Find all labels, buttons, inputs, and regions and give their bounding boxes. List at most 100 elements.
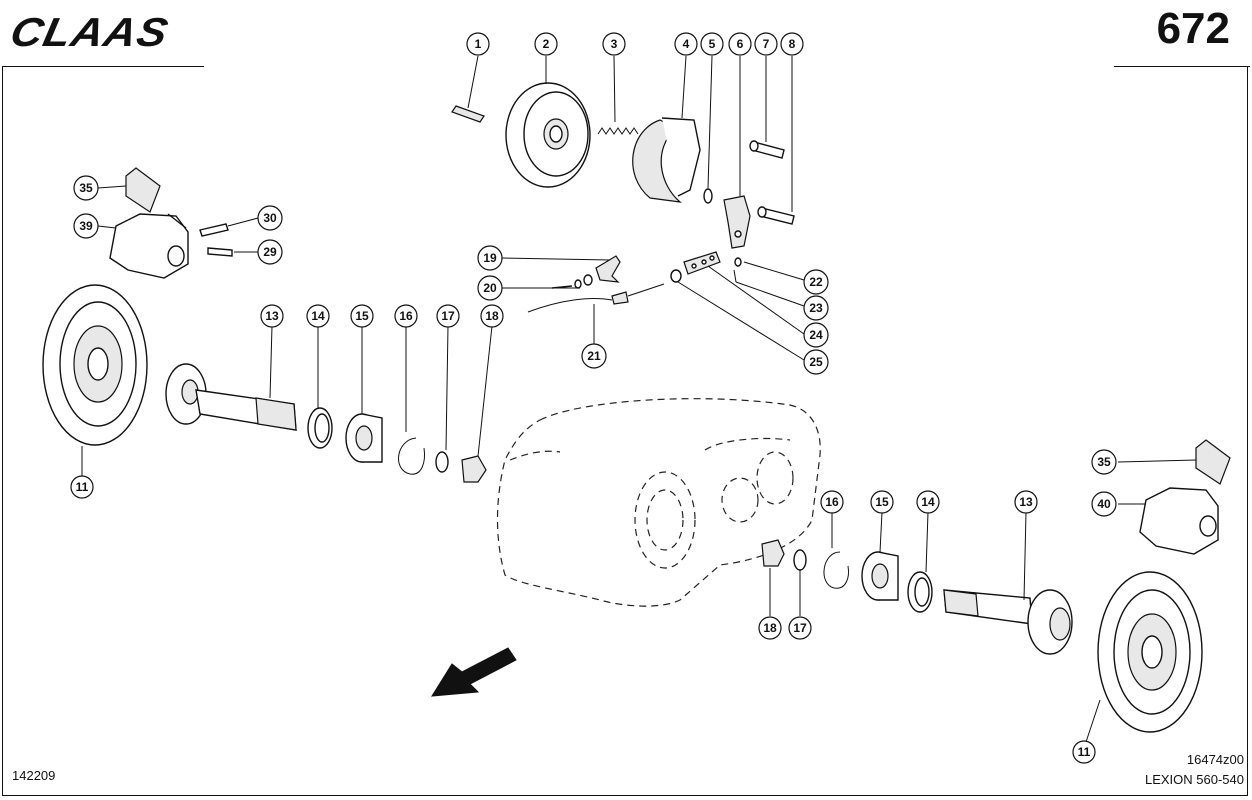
svg-text:1: 1 [475,37,482,51]
callout-2: 2 [534,32,558,56]
svg-text:35: 35 [79,181,93,195]
callout-14-right: 14 [916,490,940,514]
svg-text:3: 3 [611,37,618,51]
header-rule-right [1114,66,1250,67]
brake-key-part [451,55,485,123]
svg-text:17: 17 [793,621,807,635]
cable-clevis-part [683,251,721,275]
callout-18-left: 18 [480,304,504,328]
svg-text:23: 23 [809,301,823,315]
callout-4: 4 [674,32,698,56]
svg-text:11: 11 [1078,745,1091,759]
callout-29: 29 [257,239,283,265]
svg-text:39: 39 [79,219,93,233]
callout-13-left: 13 [260,304,284,328]
svg-text:11: 11 [76,480,89,494]
callout-6: 6 [728,32,752,56]
svg-text:25: 25 [809,355,823,369]
brake-shoe-part [632,55,701,203]
nut-left-part [461,325,493,483]
svg-text:35: 35 [1097,455,1111,469]
seal-ring-left-part [307,326,333,449]
svg-text:22: 22 [809,275,823,289]
bolt-washer-nut-part [551,274,593,289]
svg-text:20: 20 [483,281,497,295]
svg-text:18: 18 [485,309,499,323]
washer-left-part [435,325,449,473]
brake-disc-right-part [1085,571,1203,743]
callout-18-right: 18 [758,616,782,640]
callout-16-left: 16 [394,304,418,328]
cable-bracket-part [595,255,621,283]
header-rule-left [2,66,204,67]
circlip-left-part [398,326,425,475]
svg-text:15: 15 [355,309,369,323]
svg-text:6: 6 [737,37,744,51]
svg-text:40: 40 [1097,497,1111,511]
callout-7: 7 [754,32,778,56]
footer-model: LEXION 560-540 [1144,772,1244,787]
callout-13-right: 13 [1014,490,1038,514]
callout-19: 19 [477,245,503,271]
direction-arrow [431,647,517,697]
gearbox-housing-outline [496,398,821,607]
callout-8: 8 [780,32,804,56]
brake-cable-part [527,283,665,346]
svg-text:2: 2 [543,37,550,51]
footer-drawing-code: 16474z00 [1186,752,1244,767]
page-frame [2,66,1248,796]
svg-text:18: 18 [763,621,777,635]
brake-caliper-right-part [1118,487,1219,555]
svg-text:24: 24 [809,328,823,342]
callout-3: 3 [602,32,626,56]
svg-text:13: 13 [1019,495,1033,509]
cable-leader-lines [501,257,805,361]
callout-24: 24 [803,322,829,348]
brake-lever-part [723,56,751,249]
svg-text:19: 19 [483,251,497,265]
brake-drum-part [505,56,591,188]
caliper-bolt-upper-part [199,217,259,237]
callout-5: 5 [700,32,724,56]
callout-15-right: 15 [870,490,894,514]
washer-right-part [793,549,807,616]
callout-20: 20 [477,275,503,301]
callout-21: 21 [581,343,607,369]
callout-22: 22 [803,269,829,295]
callout-25: 25 [803,349,829,375]
nut-right-part [761,539,785,616]
clevis-pin-part [733,257,742,283]
callout-16-right: 16 [820,490,844,514]
svg-text:13: 13 [265,309,279,323]
callout-11-left: 11 [70,475,94,499]
svg-text:14: 14 [921,495,935,509]
brake-pin-lower-part [757,56,795,225]
cable-nut-part [670,269,682,283]
drive-shaft-left-part [165,325,297,431]
brake-pin-upper-part [749,56,785,159]
callout-1: 1 [466,32,490,56]
svg-text:30: 30 [263,211,277,225]
callouts: 1 2 3 4 5 6 7 8 35 39 30 29 19 20 21 22 … [70,32,1117,764]
callout-35-right: 35 [1091,449,1117,475]
brake-caliper-left-part [97,213,189,279]
svg-text:4: 4 [683,37,690,51]
callout-39: 39 [73,213,99,239]
svg-text:17: 17 [441,309,455,323]
brake-pad-right-part [1117,439,1231,485]
circlip-right-part [823,512,849,589]
svg-text:21: 21 [587,349,601,363]
bearing-left-part [345,326,383,463]
callout-35-left: 35 [73,175,99,201]
svg-text:8: 8 [789,37,796,51]
callout-15-left: 15 [350,304,374,328]
page-number: 672 [1156,4,1230,53]
svg-text:14: 14 [311,309,325,323]
brake-spring-part [597,55,639,135]
footer-left-code: 142209 [12,768,56,783]
svg-text:16: 16 [825,495,839,509]
drive-shaft-right-part [943,511,1073,655]
brake-washer-part [703,55,713,204]
